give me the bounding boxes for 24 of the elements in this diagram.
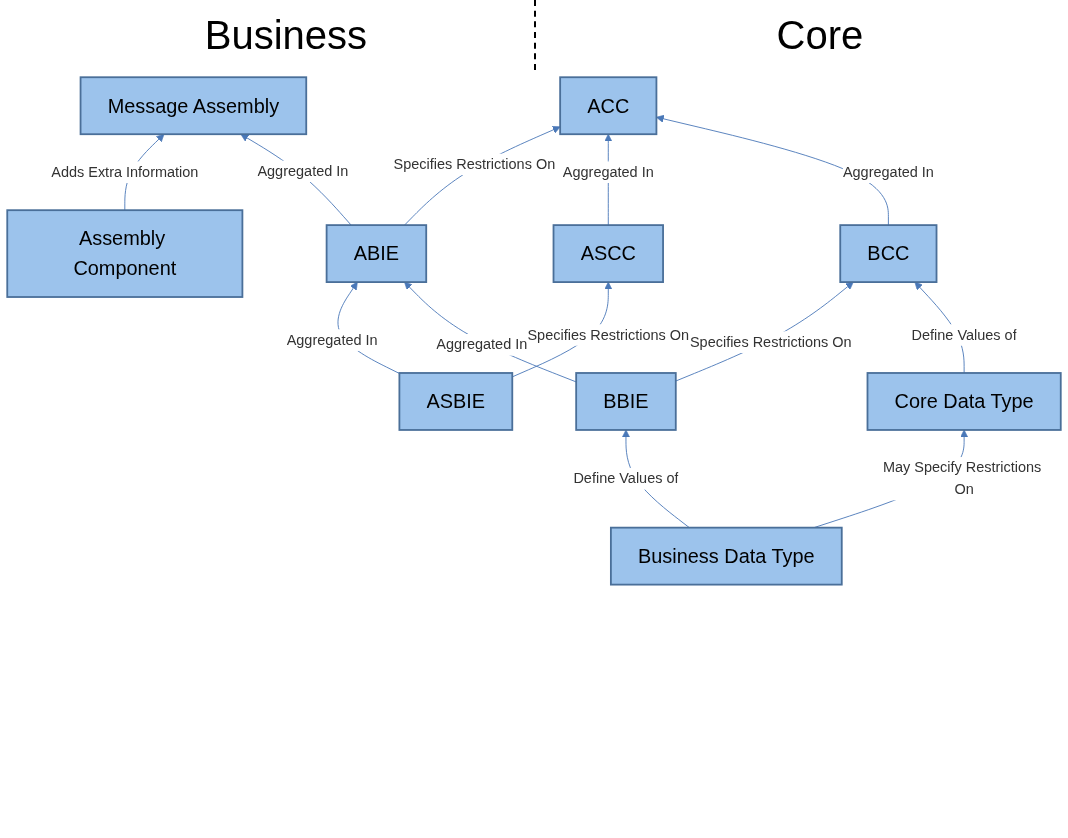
edge-label: Aggregated In bbox=[562, 164, 654, 180]
node-box: ABIE bbox=[325, 224, 428, 283]
column-heading: Core bbox=[776, 12, 864, 58]
node-box: BCC bbox=[839, 224, 938, 283]
edge-label: Aggregated In bbox=[842, 164, 934, 180]
node-box: Assembly Component bbox=[6, 209, 244, 298]
edge-label: Specifies Restrictions On bbox=[689, 333, 852, 350]
edge-label: May Specify Restrictions On bbox=[882, 459, 1042, 497]
node-box: BBIE bbox=[575, 372, 677, 431]
node-box: Business Data Type bbox=[610, 526, 843, 586]
edge-label: Specifies Restrictions On bbox=[393, 156, 556, 172]
edge-label: Aggregated In bbox=[286, 331, 378, 348]
node-box: Message Assembly bbox=[79, 76, 308, 136]
edge-label: Define Values of bbox=[911, 326, 1017, 343]
node-box: ACC bbox=[559, 76, 658, 136]
edge-label: Specifies Restrictions On bbox=[527, 326, 690, 343]
edge-label: Define Values of bbox=[573, 470, 679, 487]
node-box: ASCC bbox=[552, 224, 664, 283]
edge-label: Adds Extra Information bbox=[51, 164, 199, 180]
column-heading: Business bbox=[204, 12, 368, 58]
node-box: ASBIE bbox=[398, 372, 514, 431]
node-box: Core Data Type bbox=[866, 372, 1062, 431]
edge-label: Aggregated In bbox=[436, 336, 528, 353]
edge-label: Aggregated In bbox=[257, 163, 349, 179]
